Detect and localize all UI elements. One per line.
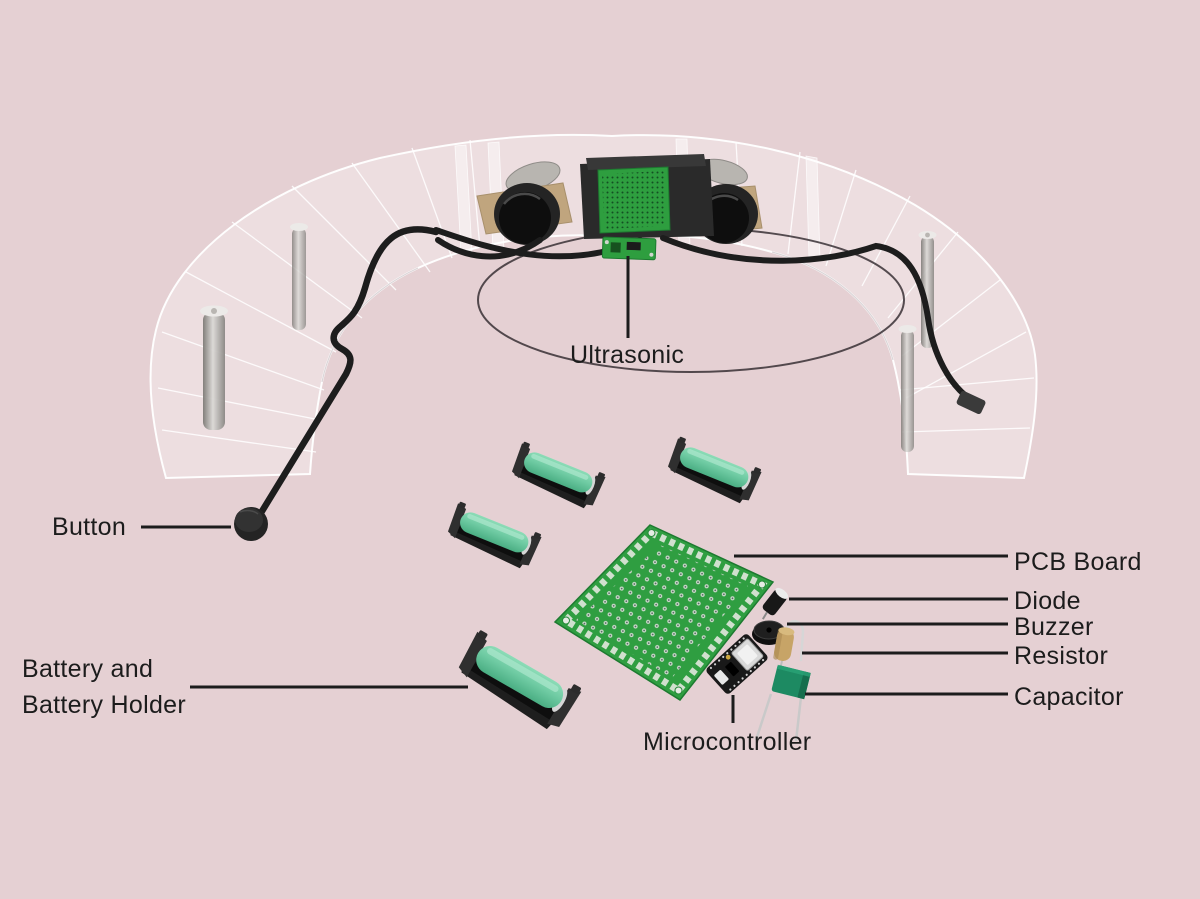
label-diode: Diode (1014, 587, 1081, 615)
capacitor-part (754, 664, 811, 742)
battery-holder-2 (664, 436, 763, 507)
battery-holder-1 (508, 441, 607, 512)
label-resistor: Resistor (1014, 642, 1109, 670)
label-button: Button (52, 513, 127, 541)
microcontroller-part (706, 634, 768, 694)
battery-holder-3 (444, 501, 543, 572)
cable-connector (956, 390, 986, 415)
label-ultrasonic: Ultrasonic (570, 341, 685, 369)
speaker-left (476, 161, 573, 245)
label-capacitor: Capacitor (1014, 683, 1124, 711)
pcb-board-part (553, 524, 775, 701)
label-battery-line2: Battery Holder (22, 691, 186, 719)
label-buzzer: Buzzer (1014, 613, 1094, 641)
label-pcb-board: PCB Board (1014, 548, 1142, 576)
label-microcontroller: Microcontroller (643, 728, 812, 756)
button-part (234, 507, 268, 541)
cables (252, 226, 973, 525)
metal-standoff-rods (200, 223, 937, 452)
central-perfboard-module (580, 154, 714, 239)
battery-holder-4 (452, 629, 583, 735)
diode-part (762, 587, 789, 620)
label-battery-line1: Battery and (22, 655, 154, 683)
